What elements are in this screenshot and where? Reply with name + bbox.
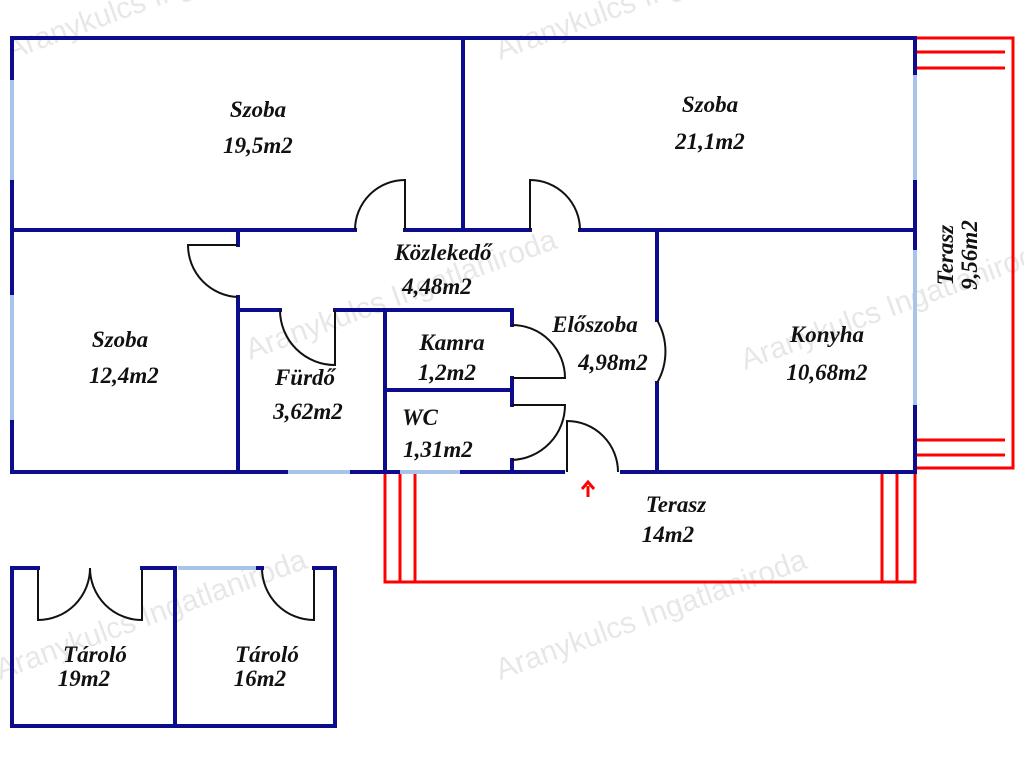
room-area: 21,1m2 [674, 129, 745, 154]
room-area: 4,48m2 [401, 274, 472, 299]
doors [37, 178, 667, 622]
entrance-opening [565, 468, 620, 476]
room-area: 19m2 [58, 666, 110, 691]
room-wc: WC 1,31m2 [402, 405, 473, 462]
room-terasz-bottom: Terasz 14m2 [642, 492, 706, 547]
room-area: 3,62m2 [272, 399, 343, 424]
room-tarolo-1: Tároló 19m2 [58, 642, 127, 691]
room-area: 16m2 [234, 666, 286, 691]
room-area: 10,68m2 [786, 360, 867, 385]
room-name: Kamra [418, 330, 484, 355]
room-tarolo-2: Tároló 16m2 [234, 642, 299, 691]
entrance-arrow-icon [580, 479, 596, 497]
room-name: Konyha [789, 322, 864, 347]
room-name: Szoba [682, 92, 738, 117]
room-area: 9,56m2 [957, 220, 982, 290]
room-name: WC [402, 405, 438, 430]
room-furdo: Fürdő 3,62m2 [272, 365, 343, 424]
watermark: Aranykulcs Ingatlaniroda [491, 0, 811, 67]
room-eloszoba: Előszoba 4,98m2 [551, 312, 648, 375]
storage-walls [10, 566, 337, 728]
room-name: Közlekedő [393, 240, 493, 265]
room-area: 14m2 [642, 522, 694, 547]
room-area: 1,31m2 [403, 437, 473, 462]
room-area: 12,4m2 [89, 363, 159, 388]
watermarks: Aranykulcs Ingatlaniroda Aranykulcs Inga… [0, 0, 1024, 687]
room-name: Terasz [933, 225, 958, 286]
room-kamra: Kamra 1,2m2 [418, 330, 485, 385]
room-name: Terasz [646, 492, 707, 517]
room-kozlekedo: Közlekedő 4,48m2 [393, 240, 493, 299]
windows [10, 75, 917, 570]
room-szoba-1: Szoba 19,5m2 [223, 97, 293, 158]
room-name: Fürdő [274, 365, 337, 390]
watermark: Aranykulcs Ingatlaniroda [491, 543, 811, 686]
room-area: 1,2m2 [418, 360, 476, 385]
terrace-right [915, 36, 1015, 470]
room-name: Előszoba [551, 312, 638, 337]
room-name: Szoba [230, 97, 286, 122]
room-area: 4,98m2 [577, 350, 648, 375]
room-name: Szoba [92, 327, 148, 352]
room-name: Tároló [63, 642, 127, 667]
room-terasz-right: Terasz 9,56m2 [933, 220, 982, 290]
room-area: 19,5m2 [223, 133, 293, 158]
room-szoba-3: Szoba 12,4m2 [89, 327, 159, 388]
room-name: Tároló [235, 642, 299, 667]
watermark: Aranykulcs Ingatlaniroda [1, 0, 321, 67]
room-szoba-2: Szoba 21,1m2 [674, 92, 745, 154]
room-konyha: Konyha 10,68m2 [786, 322, 867, 385]
terrace-bottom [383, 472, 917, 584]
